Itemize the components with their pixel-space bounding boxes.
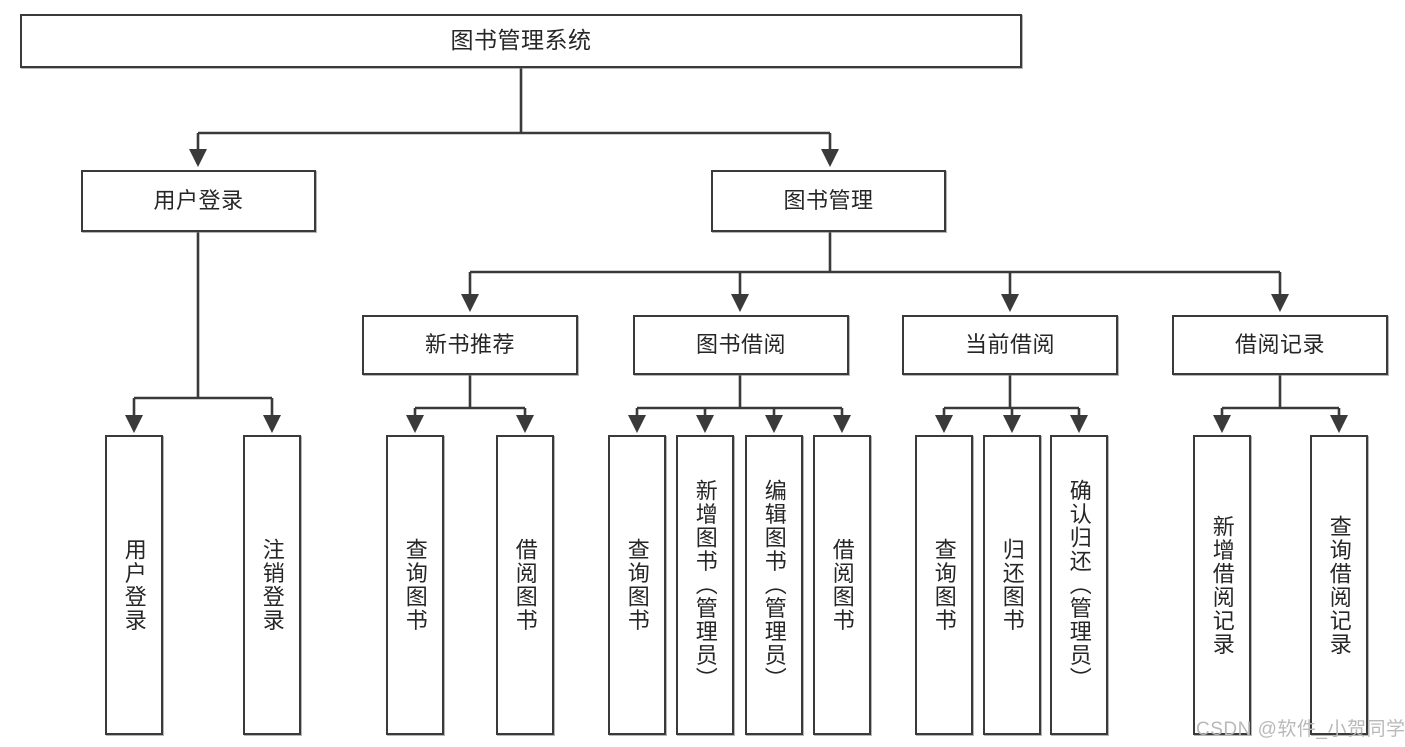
node-leaf-borrow-book-2[interactable]: 借阅图书 <box>813 435 871 735</box>
node-root[interactable]: 图书管理系统 <box>20 14 1022 68</box>
node-leaf-borrow-book-1[interactable]: 借阅图书 <box>496 435 554 735</box>
node-current-borrow-label: 当前借阅 <box>964 332 1055 358</box>
node-leaf-add-book[interactable]: 新增图书（管理员） <box>676 435 734 735</box>
node-borrow-record[interactable]: 借阅记录 <box>1172 315 1388 375</box>
node-root-label: 图书管理系统 <box>450 27 592 54</box>
node-current-borrow[interactable]: 当前借阅 <box>902 315 1118 375</box>
node-leaf-query-book-2[interactable]: 查询图书 <box>608 435 666 735</box>
node-leaf-return-book-label: 归还图书 <box>999 538 1025 632</box>
node-leaf-confirm-return-label: 确认归还（管理员） <box>1066 479 1092 691</box>
node-book-borrow-label: 图书借阅 <box>695 332 786 358</box>
node-book-manage[interactable]: 图书管理 <box>711 170 946 232</box>
node-leaf-query-record[interactable]: 查询借阅记录 <box>1310 435 1368 735</box>
node-leaf-borrow-book-1-label: 借阅图书 <box>512 538 538 632</box>
node-book-manage-label: 图书管理 <box>783 188 874 214</box>
node-user-login[interactable]: 用户登录 <box>81 170 316 232</box>
node-leaf-logout[interactable]: 注销登录 <box>243 435 301 735</box>
node-leaf-logout-label: 注销登录 <box>259 538 285 632</box>
node-leaf-add-record[interactable]: 新增借阅记录 <box>1193 435 1251 735</box>
node-leaf-query-record-label: 查询借阅记录 <box>1326 514 1352 656</box>
node-book-borrow[interactable]: 图书借阅 <box>633 315 849 375</box>
node-borrow-record-label: 借阅记录 <box>1234 332 1325 358</box>
node-new-book-rec-label: 新书推荐 <box>424 332 515 358</box>
node-leaf-confirm-return[interactable]: 确认归还（管理员） <box>1050 435 1108 735</box>
csdn-watermark: CSDN @软件_小贺同学 <box>1196 719 1405 740</box>
node-leaf-edit-book-label: 编辑图书（管理员） <box>761 479 787 691</box>
node-leaf-add-book-label: 新增图书（管理员） <box>692 479 718 691</box>
node-leaf-add-record-label: 新增借阅记录 <box>1209 514 1235 656</box>
node-leaf-user-login-label: 用户登录 <box>121 538 147 632</box>
node-leaf-borrow-book-2-label: 借阅图书 <box>829 538 855 632</box>
node-user-login-label: 用户登录 <box>153 188 244 214</box>
node-leaf-query-book-1-label: 查询图书 <box>402 538 428 632</box>
node-leaf-query-book-3[interactable]: 查询图书 <box>915 435 973 735</box>
node-leaf-query-book-2-label: 查询图书 <box>624 538 650 632</box>
node-leaf-user-login[interactable]: 用户登录 <box>105 435 163 735</box>
node-new-book-rec[interactable]: 新书推荐 <box>362 315 578 375</box>
node-leaf-return-book[interactable]: 归还图书 <box>983 435 1041 735</box>
node-leaf-query-book-1[interactable]: 查询图书 <box>386 435 444 735</box>
node-leaf-edit-book[interactable]: 编辑图书（管理员） <box>745 435 803 735</box>
node-leaf-query-book-3-label: 查询图书 <box>931 538 957 632</box>
